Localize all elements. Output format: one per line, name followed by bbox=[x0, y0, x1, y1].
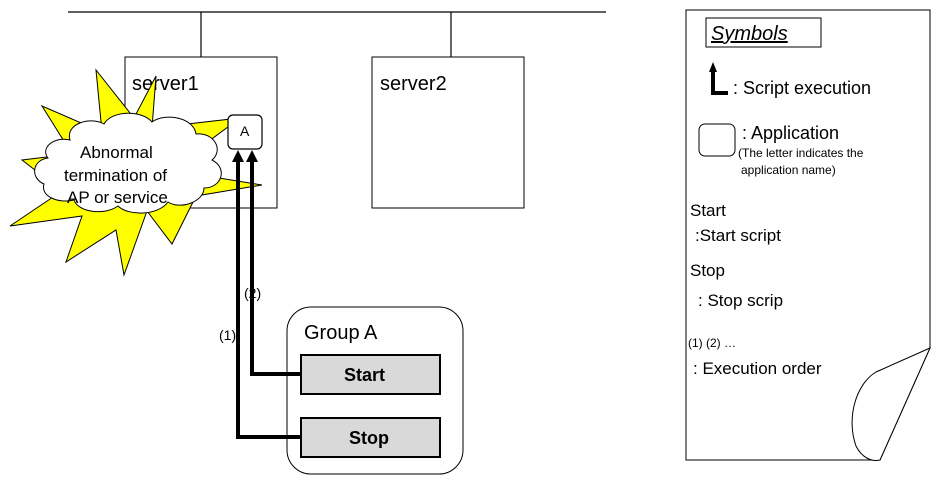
start-script-arrow bbox=[246, 150, 301, 376]
curled-corner-icon bbox=[851, 347, 931, 461]
arrow-label-1: (1) bbox=[219, 327, 236, 343]
failure-text-line2: termination of bbox=[64, 166, 167, 185]
start-script-box bbox=[300, 354, 441, 395]
legend-order-desc: : Execution order bbox=[693, 359, 822, 378]
application-symbol-icon bbox=[698, 123, 736, 157]
legend-title-box bbox=[705, 17, 822, 48]
legend-script-execution: : Script execution bbox=[733, 78, 871, 98]
legend-application-note-1: (The letter indicates the bbox=[738, 146, 864, 160]
legend-application-note-2: application name) bbox=[741, 163, 836, 177]
legend-start-desc: :Start script bbox=[695, 226, 781, 245]
stop-script-label: Stop bbox=[349, 428, 389, 448]
failure-cloud bbox=[34, 112, 222, 214]
application-a-box bbox=[227, 114, 263, 150]
legend-application: : Application bbox=[742, 123, 839, 143]
legend-panel bbox=[685, 9, 931, 461]
legend-order-label: (1) (2) … bbox=[688, 336, 736, 350]
server1-label: server1 bbox=[132, 73, 199, 95]
network-bus bbox=[68, 11, 606, 57]
legend-start-label: Start bbox=[690, 201, 726, 220]
failure-text-line3: AP or service bbox=[67, 188, 168, 207]
server2-label: server2 bbox=[380, 73, 447, 95]
arrow-label-2: (2) bbox=[244, 285, 261, 301]
stop-script-arrow bbox=[232, 150, 301, 439]
start-script-label: Start bbox=[344, 365, 385, 385]
application-a-label: A bbox=[240, 123, 250, 139]
legend-title: Symbols bbox=[711, 23, 788, 45]
stop-script-box bbox=[300, 417, 441, 458]
script-execution-symbol-icon bbox=[709, 62, 728, 95]
server2-box bbox=[371, 56, 525, 209]
legend-stop-label: Stop bbox=[690, 261, 725, 280]
group-a-title: Group A bbox=[304, 322, 378, 344]
legend-stop-desc: : Stop scrip bbox=[698, 291, 783, 310]
failure-text-line1: Abnormal bbox=[80, 143, 153, 162]
